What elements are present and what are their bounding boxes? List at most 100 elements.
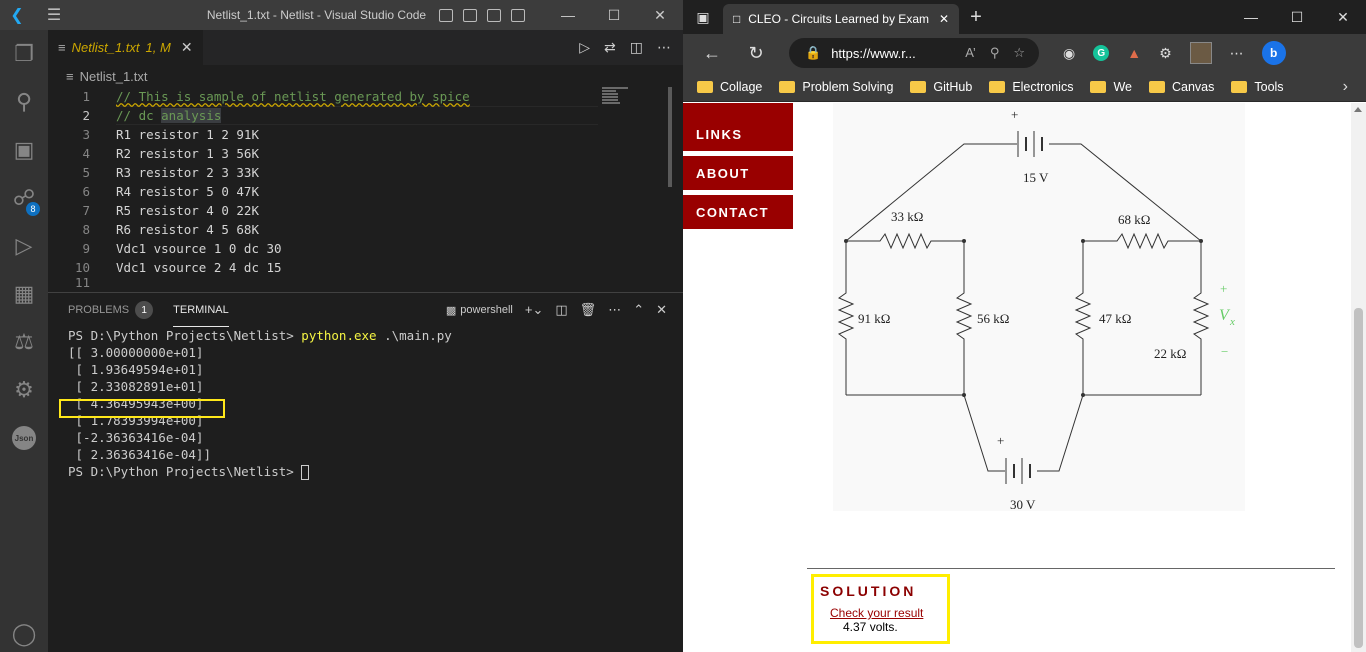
line-number: 4 xyxy=(82,146,90,161)
more-actions-icon[interactable]: ⋯ xyxy=(657,39,671,55)
new-terminal-icon[interactable]: +⌄ xyxy=(524,302,544,317)
favorite-star-icon[interactable]: ☆ xyxy=(1013,45,1025,60)
zoom-icon[interactable]: ⚲ xyxy=(989,45,1000,60)
favorite-electronics[interactable]: Electronics xyxy=(989,80,1073,94)
explorer-icon[interactable]: ❐ xyxy=(14,41,34,66)
chevron-right-icon[interactable]: › xyxy=(1342,77,1348,95)
favorite-canvas[interactable]: Canvas xyxy=(1148,80,1214,94)
camera-icon[interactable]: ◉ xyxy=(1063,44,1076,61)
tab-netlist[interactable]: ≡ Netlist_1.txt 1, M ✕ xyxy=(48,30,203,65)
tab-terminal[interactable]: TERMINAL xyxy=(173,293,229,327)
split-terminal-icon[interactable]: ◫ xyxy=(555,302,568,317)
menu-links[interactable]: LINKS xyxy=(683,117,793,153)
remote-explorer-icon[interactable]: ▣ xyxy=(13,137,35,162)
tab-close-icon[interactable]: ✕ xyxy=(938,12,949,26)
terminal-line: PS D:\Python Projects\Netlist> xyxy=(68,463,683,480)
tab-status: 1, M xyxy=(145,40,171,55)
bottom-plus-label: + xyxy=(997,433,1004,448)
new-tab-button[interactable]: + xyxy=(970,5,982,28)
bing-icon[interactable]: b xyxy=(1261,41,1286,65)
kill-terminal-icon[interactable]: 🗑 xyxy=(579,302,597,317)
label-56k: 56 kΩ xyxy=(977,311,1009,326)
line-text: R2 resistor 1 3 56K xyxy=(116,146,259,161)
tab-close-icon[interactable]: ✕ xyxy=(180,39,193,55)
favorites-bar: Collage Problem Solving GitHub Electroni… xyxy=(683,72,1366,102)
minimize-button[interactable]: — xyxy=(561,7,575,23)
favorite-label: Collage xyxy=(720,79,763,94)
hamburger-menu-icon[interactable]: ☰ xyxy=(46,7,62,24)
label-15v: 15 V xyxy=(1023,170,1049,185)
toggle-secondary-sidebar-icon[interactable] xyxy=(487,8,501,22)
favorite-we[interactable]: We xyxy=(1090,80,1132,94)
source-control-icon[interactable]: ☍ 8 xyxy=(0,174,48,222)
menu-about[interactable]: ABOUT xyxy=(683,156,793,192)
favorite-github[interactable]: GitHub xyxy=(910,80,972,94)
vx-minus-label: − xyxy=(1221,344,1228,359)
read-aloud-icon[interactable]: A’ xyxy=(965,45,976,60)
page-scrollbar[interactable] xyxy=(1351,103,1366,652)
compare-icon[interactable]: ⇄ xyxy=(604,39,616,55)
code-editor[interactable]: 1 // This is sample of netlist generated… xyxy=(48,87,683,287)
terminal-shell-selector[interactable]: ▩ powershell xyxy=(446,304,513,317)
testing-icon[interactable]: ⚖ xyxy=(14,329,34,354)
favorite-tools[interactable]: Tools xyxy=(1231,80,1284,94)
toggle-sidebar-icon[interactable] xyxy=(439,8,453,22)
minimize-button[interactable]: — xyxy=(1244,8,1258,25)
run-file-icon[interactable]: ▷ xyxy=(579,39,591,55)
toggle-panel-icon[interactable] xyxy=(463,8,477,22)
back-icon[interactable]: ← xyxy=(703,42,721,63)
terminal-line: [ 2.36363416e-04]] xyxy=(68,447,211,462)
scrollbar-thumb[interactable] xyxy=(1354,308,1363,648)
address-bar[interactable]: 🔒 https://www.r... A’ ⚲ ☆ xyxy=(789,38,1039,68)
label-22k: 22 kΩ xyxy=(1154,346,1186,361)
settings-more-icon[interactable]: ⋯ xyxy=(1229,44,1244,61)
menu-contact[interactable]: CONTACT xyxy=(683,195,793,231)
label-91k: 91 kΩ xyxy=(858,311,890,326)
minimap[interactable] xyxy=(602,87,672,107)
breadcrumb-file[interactable]: Netlist_1.txt xyxy=(79,68,148,84)
customize-layout-icon[interactable] xyxy=(511,8,525,22)
settings-sync-icon[interactable]: ⚙ xyxy=(14,377,34,402)
tab-actions-icon[interactable]: ▣ xyxy=(696,8,710,25)
folder-icon xyxy=(697,80,713,93)
close-panel-icon[interactable]: ✕ xyxy=(656,302,667,317)
close-button[interactable]: ✕ xyxy=(1337,8,1349,25)
account-icon[interactable]: ◯ xyxy=(11,621,37,646)
grammarly-icon[interactable]: G xyxy=(1093,45,1110,61)
maximize-button[interactable]: ☐ xyxy=(607,6,621,23)
panel-tabs: PROBLEMS 1 TERMINAL ▩ powershell +⌄ ◫ 🗑 … xyxy=(48,293,683,327)
editor-tabs: ≡ Netlist_1.txt 1, M ✕ ▷ ⇄ ◫ ⋯ xyxy=(48,30,683,65)
check-result-link[interactable]: Check your result xyxy=(830,606,924,620)
line-text: R6 resistor 4 5 68K xyxy=(116,222,259,237)
scroll-up-icon[interactable] xyxy=(1354,107,1362,112)
browser-toolbar: ← ↻ 🔒 https://www.r... A’ ⚲ ☆ ◉ G ▲ ⚙ ⋯ … xyxy=(683,34,1366,72)
browser-tab-active[interactable]: □ CLEO - Circuits Learned by Exam ✕ xyxy=(723,4,959,34)
breadcrumb-file-icon: ≡ xyxy=(66,68,74,84)
source-control-badge: 8 xyxy=(26,202,40,216)
vx-plus-label: + xyxy=(1220,281,1227,296)
maximize-button[interactable]: ☐ xyxy=(1290,8,1304,25)
extensions-icon[interactable]: ▦ xyxy=(13,281,35,306)
extensions-icon[interactable]: ⚙ xyxy=(1159,44,1172,61)
tab-problems[interactable]: PROBLEMS 1 xyxy=(68,293,154,327)
search-icon[interactable]: ⚲ xyxy=(15,89,33,114)
favorite-collage[interactable]: Collage xyxy=(697,80,762,94)
editor-scrollbar[interactable] xyxy=(668,87,672,187)
split-editor-icon[interactable]: ◫ xyxy=(629,39,643,55)
run-debug-icon[interactable]: ▷ xyxy=(15,233,33,258)
maximize-panel-icon[interactable]: ⌃ xyxy=(633,302,645,317)
breadcrumb[interactable]: ≡ Netlist_1.txt xyxy=(48,65,683,87)
code-line: 1 // This is sample of netlist generated… xyxy=(48,87,608,106)
close-button[interactable]: ✕ xyxy=(654,6,666,23)
profile-avatar[interactable] xyxy=(1189,42,1212,64)
menu-top-strip xyxy=(683,103,793,117)
refresh-icon[interactable]: ↻ xyxy=(748,42,764,63)
edge-window: ▣ □ CLEO - Circuits Learned by Exam ✕ + … xyxy=(683,0,1366,652)
folder-icon xyxy=(989,80,1006,93)
command-args: .\main.py xyxy=(376,328,452,343)
json-extension-icon[interactable]: Json xyxy=(0,414,48,462)
more-icon[interactable]: ⋯ xyxy=(608,302,622,317)
extension-icon[interactable]: ▲ xyxy=(1127,45,1142,61)
label-47k: 47 kΩ xyxy=(1099,311,1131,326)
favorite-problem-solving[interactable]: Problem Solving xyxy=(779,80,893,94)
